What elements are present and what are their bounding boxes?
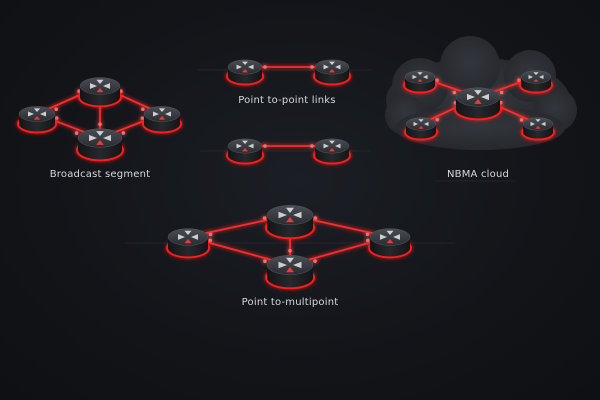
router-icon	[519, 70, 553, 94]
link-endpoint-dot	[310, 65, 314, 69]
router-icon	[17, 106, 57, 134]
link-endpoint-dot	[499, 90, 504, 95]
router-icon	[404, 117, 438, 141]
point-to-point-label: Point to-point links	[238, 95, 336, 106]
link-endpoint-dot	[366, 238, 370, 243]
link-endpoint-dot	[119, 89, 123, 94]
link-endpoint-dot	[208, 238, 212, 243]
link-endpoint-dot	[263, 259, 267, 264]
link-endpoint-dot	[288, 248, 292, 253]
link-endpoint-dot	[313, 259, 317, 263]
link-endpoint-dot	[141, 107, 145, 112]
link-endpoint-dot	[208, 232, 213, 237]
router-icon	[265, 255, 315, 290]
router-icon	[78, 77, 122, 108]
router-icon	[521, 117, 555, 141]
link-endpoint-dot	[140, 116, 145, 120]
link-endpoint-dot	[435, 117, 440, 122]
router-icon	[454, 87, 502, 121]
link-endpoint-dot	[517, 78, 521, 83]
link-endpoint-dot	[77, 89, 81, 93]
router-icon	[313, 138, 351, 165]
link-endpoint-dot	[262, 216, 267, 220]
link-endpoint-dot	[519, 118, 524, 122]
nbma-cloud-label: NBMA cloud	[446, 169, 510, 180]
router-icon	[226, 59, 264, 86]
link-endpoint-dot	[54, 107, 58, 112]
routers-layer	[17, 59, 555, 290]
link-endpoint-dot	[452, 90, 457, 95]
router-icon	[76, 128, 124, 162]
link-endpoint-dot	[74, 131, 79, 135]
router-icon	[403, 70, 437, 94]
link-endpoint-dot	[313, 216, 318, 220]
link-endpoint-dot	[54, 116, 59, 120]
link-endpoint-dot	[435, 78, 439, 83]
router-icon	[142, 106, 182, 134]
link-endpoint-dot	[98, 122, 102, 127]
link-endpoint-dot	[310, 144, 314, 148]
link-endpoint-dot	[263, 65, 267, 69]
link-endpoint-dot	[121, 131, 126, 135]
router-icon	[313, 59, 351, 86]
point-to-multipoint-label: Point to-multipoint	[241, 297, 339, 308]
link-endpoint-dot	[263, 144, 267, 148]
broadcast-segment-label: Broadcast segment	[49, 169, 151, 180]
router-icon	[226, 138, 264, 165]
router-icon	[166, 228, 210, 259]
router-icon	[368, 228, 412, 259]
router-icon	[265, 205, 315, 240]
link-endpoint-dot	[365, 232, 370, 237]
